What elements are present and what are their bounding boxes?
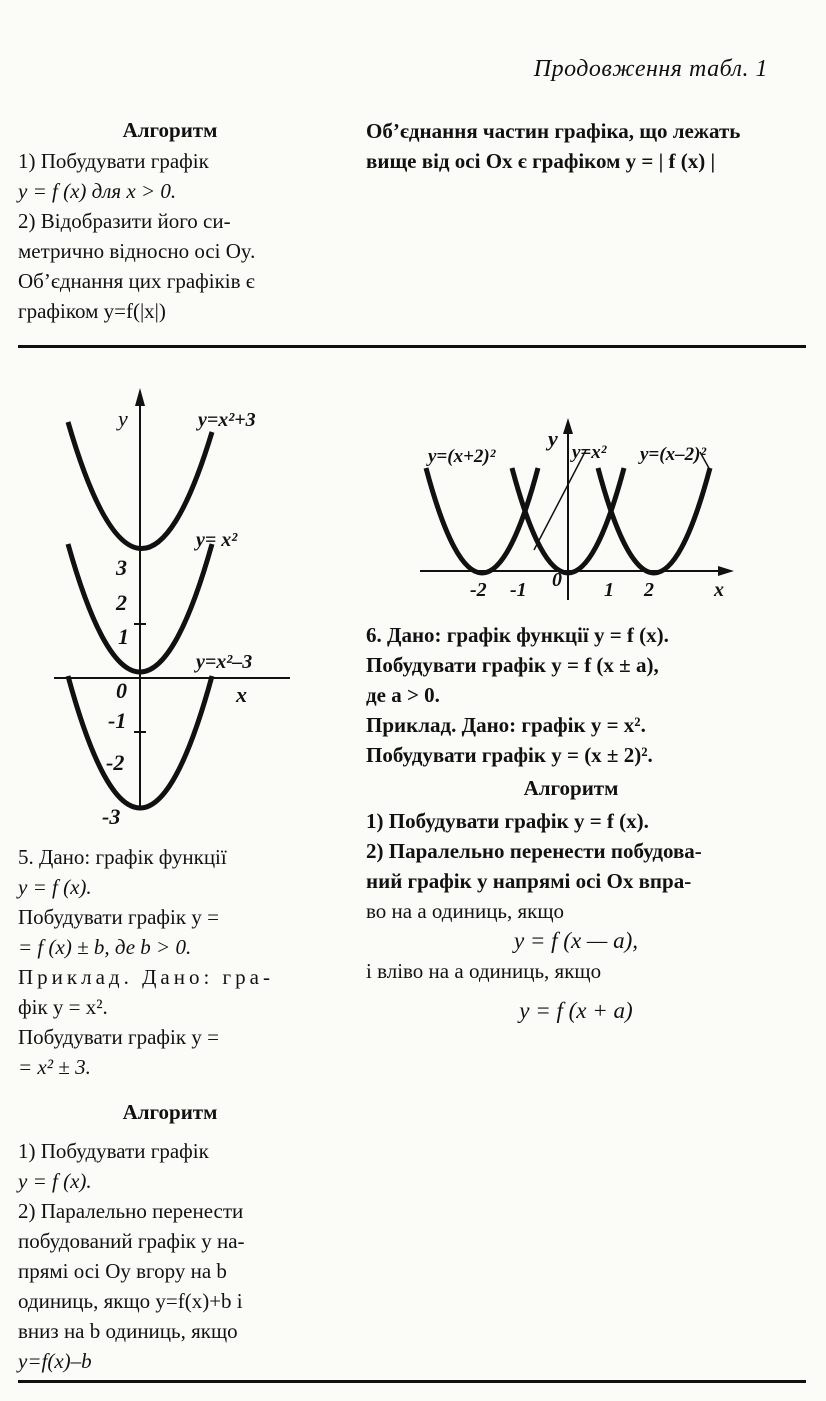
- section-5-algorithm: 1) Побудувати графік y = f (x). 2) Парал…: [18, 1136, 245, 1376]
- text-line: Побудувати графік y =: [18, 905, 219, 929]
- text-line: Побудувати графік y = f (x ± a),: [366, 653, 659, 677]
- text-line: одиниць, якщо y=f(x)+b і: [18, 1289, 243, 1313]
- text-line: Побудувати графік y =: [18, 1025, 219, 1049]
- tick-label: 1: [604, 579, 614, 601]
- text-line: 2) Паралельно перенести побудова-: [366, 839, 702, 863]
- y-axis-arrow: [563, 418, 573, 434]
- top-left-text: 1) Побудувати графік y = f (x) для x > 0…: [18, 146, 255, 326]
- curve-label-x2-minus-3: y=x²–3: [194, 651, 252, 673]
- tick-label: -1: [510, 579, 527, 601]
- curve-x2-plus-3: [65, 421, 215, 551]
- text-line: y = f (x + a): [519, 998, 633, 1023]
- section-5-heading: Алгоритм: [122, 1100, 218, 1124]
- curve-label-x2-plus-3: y=x²+3: [196, 409, 256, 431]
- text-line: графіком y=f(|x|): [18, 299, 166, 323]
- y-axis-label: y: [116, 406, 128, 431]
- section-6-algorithm: 1) Побудувати графік y = f (x). 2) Парал…: [366, 806, 786, 1026]
- text-line: y = f (x — a),: [513, 928, 639, 953]
- text-line: де a > 0.: [366, 683, 440, 707]
- text-line: Побудувати графік y = (x ± 2)².: [366, 743, 653, 767]
- text-line: і вліво на a одиниць, якщо: [366, 959, 602, 983]
- text-line: ний графік у напрямі осі Ox впра-: [366, 869, 692, 893]
- chart-vertical-shift: y y=x²+3 y= x² y=x²–3 x 0 3 2 1 -1 -2 -3: [54, 388, 290, 829]
- text-line: Приклад. Дано: графік y = x².: [366, 713, 646, 737]
- y-axis-label: y: [545, 426, 558, 451]
- top-left-heading: Алгоритм: [122, 118, 218, 142]
- curve-x2: [509, 467, 627, 576]
- text-line: Приклад. Дано: гра-: [18, 965, 274, 989]
- section-6-heading: Алгоритм: [523, 776, 619, 800]
- origin-label: 0: [552, 569, 562, 591]
- tick-label: 3: [115, 555, 127, 580]
- x-axis-label: x: [713, 579, 724, 601]
- text-line: 5. Дано: графік функції: [18, 845, 227, 869]
- text-line: = f (x) ± b, де b > 0.: [18, 935, 192, 959]
- curve-label-x2: y= x²: [194, 529, 238, 551]
- text-line: фік y = x².: [18, 995, 108, 1019]
- section-divider-top: [18, 345, 806, 348]
- curve-x-plus-2-squared: [423, 467, 541, 576]
- text-line: 1) Побудувати графік: [18, 149, 209, 173]
- page-header: Продовження табл. 1: [533, 56, 768, 82]
- y-axis-arrow: [135, 388, 145, 406]
- text-line: Об’єднання частин графіка, що лежать: [366, 119, 741, 143]
- text-line: побудований графік у на-: [18, 1229, 245, 1253]
- text-line: метрично відносно осі Oy.: [18, 239, 256, 263]
- curve-label-x-plus-2: y=(x+2)²: [426, 446, 497, 467]
- text-line: вище від осі Ox є графіком y = | f (x) |: [366, 149, 716, 173]
- section-divider-bottom: [18, 1380, 806, 1383]
- tick-label: -2: [470, 579, 487, 601]
- curve-label-x-minus-2: y=(x–2)²: [638, 444, 707, 465]
- text-line: 6. Дано: графік функції y = f (x).: [366, 623, 669, 647]
- text-line: 2) Паралельно перенести: [18, 1199, 244, 1223]
- text-line: y=f(x)–b: [18, 1349, 92, 1373]
- text-line: 1) Побудувати графік y = f (x).: [366, 809, 649, 833]
- text-line: прямі осі Oy вгору на b: [18, 1259, 227, 1283]
- text-line: во на a одиниць, якщо: [366, 899, 565, 923]
- curve-x-minus-2-squared: [595, 467, 713, 576]
- text-line: y = f (x) для x > 0.: [18, 179, 177, 203]
- text-line: вниз на b одиниць, якщо: [18, 1319, 238, 1343]
- tick-label: -2: [106, 750, 124, 775]
- leader-line: [699, 451, 711, 471]
- tick-label: -3: [102, 804, 120, 829]
- curve-label-x2: y=x²: [570, 442, 608, 463]
- curve-x2-minus-3: [65, 675, 215, 811]
- chart-horizontal-shift: y=(x+2)² y y=x² y=(x–2)² -2 -1 0 1 2 x: [420, 418, 734, 601]
- text-line: y = f (x).: [18, 1169, 92, 1193]
- x-axis-arrow: [718, 566, 734, 576]
- text-line: 2) Відобразити його си-: [18, 209, 231, 233]
- origin-label: 0: [116, 678, 127, 703]
- tick-label: 2: [643, 579, 654, 601]
- section-5-text: 5. Дано: графік функції y = f (x). Побуд…: [18, 842, 274, 1082]
- tick-label: -1: [108, 708, 126, 733]
- tick-label: 1: [118, 624, 129, 649]
- curve-x2: [65, 543, 215, 675]
- top-right-text: Об’єднання частин графіка, що лежать вищ…: [366, 116, 740, 176]
- section-6-text: 6. Дано: графік функції y = f (x). Побуд…: [366, 620, 669, 770]
- text-line: = x² ± 3.: [18, 1055, 91, 1079]
- text-line: 1) Побудувати графік: [18, 1139, 209, 1163]
- text-line: y = f (x).: [18, 875, 92, 899]
- x-axis-label: x: [235, 682, 247, 707]
- leader-line: [533, 449, 587, 551]
- tick-label: 2: [115, 590, 127, 615]
- text-line: Об’єднання цих графіків є: [18, 269, 255, 293]
